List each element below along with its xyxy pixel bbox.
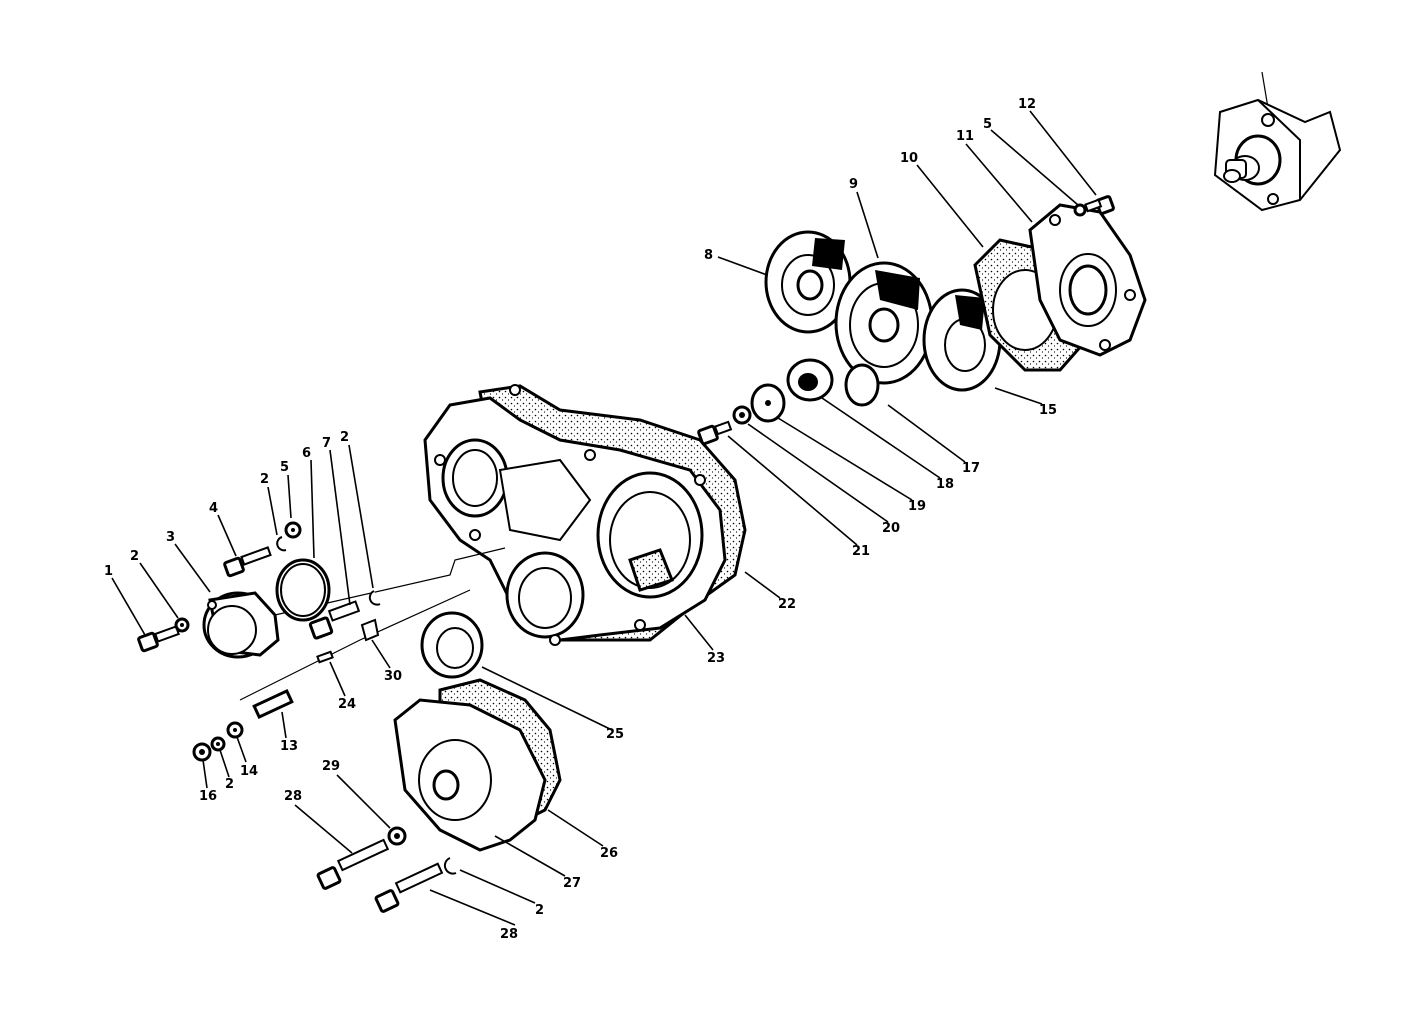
bearing-cap-group: [137, 521, 381, 659]
callout-21: 21: [852, 544, 870, 559]
callout-20: 20: [882, 521, 900, 536]
callout-28: 28: [500, 927, 518, 942]
callout-11: 11: [956, 129, 974, 144]
callout-6: 6: [302, 446, 311, 461]
callout-23: 23: [707, 651, 725, 666]
callout-26: 26: [600, 846, 618, 861]
leader-lines: [111, 110, 1097, 926]
assembly-inset: [1213, 71, 1342, 212]
assembly-axis-upper: [274, 547, 506, 616]
callout-24: 24: [338, 697, 356, 712]
pin-30: [360, 618, 380, 642]
callout-5: 5: [280, 460, 289, 475]
callout-17: 17: [962, 461, 980, 476]
callout-22: 22: [778, 597, 796, 612]
seal-25: [420, 611, 484, 679]
callout-16: 16: [199, 789, 217, 804]
callout-19: 19: [908, 499, 926, 514]
callout-7: 7: [322, 436, 331, 451]
callout-3: 3: [166, 530, 175, 545]
gear-housing: [423, 384, 747, 646]
callout-labels: 1 2 3 4 2 5 6 7 2 8 9 10 11 5 12 15 17 1…: [104, 97, 1057, 942]
callout-15: 15: [1039, 403, 1057, 418]
callout-8: 8: [704, 248, 713, 263]
callout-4: 4: [209, 501, 218, 516]
end-cover-group: [973, 195, 1147, 372]
callout-13: 13: [280, 739, 298, 754]
callout-28: 28: [284, 789, 302, 804]
callout-25: 25: [606, 727, 624, 742]
stud-13-group: [192, 688, 294, 762]
callout-10: 10: [900, 151, 918, 166]
callout-2: 2: [340, 430, 349, 445]
callout-2: 2: [225, 777, 234, 792]
assembly-axis-lower: [239, 589, 471, 701]
callout-30: 30: [384, 669, 402, 684]
callout-2: 2: [260, 472, 269, 487]
callout-2: 2: [130, 549, 139, 564]
callout-27: 27: [563, 876, 581, 891]
callout-2: 2: [535, 903, 544, 918]
callout-12: 12: [1018, 97, 1036, 112]
callout-14: 14: [240, 764, 258, 779]
callout-9: 9: [849, 177, 858, 192]
pin-24: [316, 650, 334, 664]
cover-assembly: [316, 678, 562, 913]
callout-29: 29: [322, 759, 340, 774]
callout-1: 1: [104, 564, 113, 579]
callout-18: 18: [936, 477, 954, 492]
callout-5: 5: [983, 117, 992, 132]
gear-train: [697, 230, 1002, 446]
